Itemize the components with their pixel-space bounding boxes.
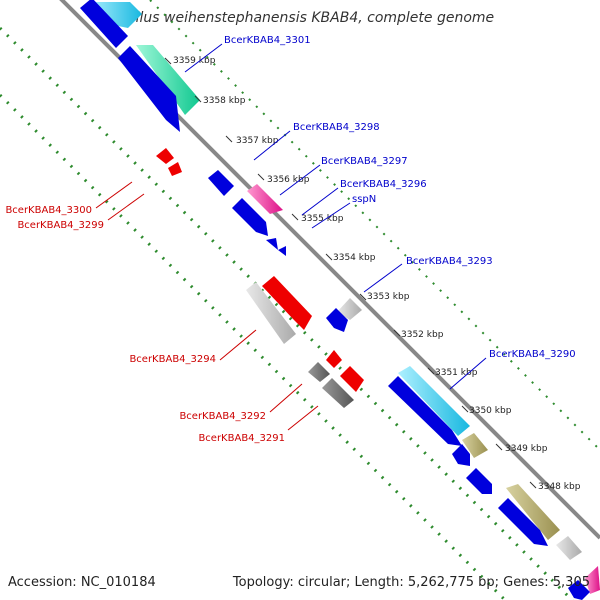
label-leader <box>279 164 321 196</box>
ruler-tick <box>461 405 469 413</box>
gene-label-3298: BcerKBAB4_3298 <box>293 122 380 133</box>
gene-label-3299: BcerKBAB4_3299 <box>17 220 104 231</box>
reverse-genes <box>156 148 364 408</box>
gene-label-3292: BcerKBAB4_3292 <box>179 411 266 422</box>
ruler-tick <box>495 443 503 451</box>
gene-arrow-3299 <box>168 162 182 176</box>
cog-block-3291 <box>322 378 354 408</box>
gene-arrow-3291 <box>340 366 364 392</box>
label-leader <box>269 383 303 413</box>
gene-arrow-3299-fwd <box>118 46 180 132</box>
gene-label-3300: BcerKBAB4_3300 <box>5 205 92 216</box>
cog-block-edge <box>585 566 600 594</box>
ruler-tick-label: 3350 kbp <box>469 406 512 416</box>
tick-track <box>149 0 600 451</box>
gene-label-sspN: sspN <box>352 194 376 205</box>
ruler-tick-label: 3351 kbp <box>435 368 478 378</box>
gene-label-3296: BcerKBAB4_3296 <box>340 179 427 190</box>
ruler-tick-label: 3357 kbp <box>236 136 279 146</box>
label-leader <box>301 187 339 216</box>
ruler-tick <box>393 329 401 337</box>
inner-dotted-track <box>0 93 507 600</box>
kbp-ruler: 3359 kbp 3358 kbp 3357 kbp 3356 kbp 3355… <box>164 56 581 492</box>
ruler-tick <box>257 173 265 181</box>
reverse-gene-labels: BcerKBAB4_3300 BcerKBAB4_3299 BcerKBAB4_… <box>5 181 319 444</box>
cog-block-3289 <box>506 484 560 540</box>
cog-block-3290 <box>398 366 470 436</box>
gene-arrow-3287 <box>498 498 548 546</box>
ruler-tick-label: 3356 kbp <box>267 175 310 185</box>
gene-arrow-3286 <box>568 580 590 600</box>
gene-arrow-3300 <box>156 148 174 164</box>
gene-label-3297: BcerKBAB4_3297 <box>321 156 408 167</box>
ruler-tick-label: 3355 kbp <box>301 214 344 224</box>
cog-block-3293 <box>337 298 362 320</box>
cog-block-3297 <box>247 184 283 214</box>
ruler-tick-label: 3352 kbp <box>401 330 444 340</box>
ruler-tick <box>164 57 172 65</box>
label-leader <box>363 263 403 293</box>
gene-arrow-small <box>278 246 286 256</box>
map-title: Bacillus weihenstephanensis KBAB4, compl… <box>105 10 495 26</box>
ruler-tick <box>427 367 435 375</box>
cog-track-forward <box>88 2 600 594</box>
cog-block-3290b <box>462 433 488 458</box>
cog-block-3294 <box>246 282 296 344</box>
ruler-tick <box>225 135 233 143</box>
ruler-tick <box>194 95 202 103</box>
gene-arrow-3292 <box>326 350 342 368</box>
gene-label-3291: BcerKBAB4_3291 <box>198 433 285 444</box>
gene-arrow-sspN <box>266 238 278 250</box>
forward-genes <box>80 0 590 600</box>
label-leader <box>219 329 257 361</box>
ruler-tick-label: 3353 kbp <box>367 292 410 302</box>
accession-label: Accession: NC_010184 <box>8 575 156 590</box>
label-leader <box>449 357 487 390</box>
ruler-tick <box>291 213 299 221</box>
ruler-tick-label: 3349 kbp <box>505 444 548 454</box>
gene-arrow-3301 <box>80 0 128 48</box>
ruler-tick <box>359 293 367 301</box>
cog-block-3288 <box>556 536 582 560</box>
gene-arrow-3290 <box>388 376 462 446</box>
gene-arrow-3293 <box>326 308 348 332</box>
label-leader <box>311 202 351 229</box>
gene-label-3293: BcerKBAB4_3293 <box>406 256 493 267</box>
gene-arrow-3298 <box>208 170 234 196</box>
gene-arrow-3296 <box>232 198 268 236</box>
ruler-tick-label: 3358 kbp <box>203 96 246 106</box>
gene-arrow-3289 <box>452 444 470 466</box>
label-leader <box>287 405 319 431</box>
gene-arrow-3288 <box>466 468 492 494</box>
label-leader <box>107 193 145 221</box>
ruler-tick <box>325 253 333 261</box>
ruler-tick <box>529 481 537 489</box>
cog-block-3298 <box>136 45 200 115</box>
label-leader <box>253 130 291 161</box>
gene-arrow-3294 <box>262 276 312 330</box>
label-leader <box>184 43 223 73</box>
gene-label-3290: BcerKBAB4_3290 <box>489 349 576 360</box>
label-leader <box>95 181 133 209</box>
ruler-tick-label: 3354 kbp <box>333 253 376 263</box>
forward-gene-labels: BcerKBAB4_3301 BcerKBAB4_3298 BcerKBAB4_… <box>184 35 576 390</box>
gene-label-3294: BcerKBAB4_3294 <box>129 354 216 365</box>
cog-block-3292 <box>308 362 330 382</box>
gene-label-3301: BcerKBAB4_3301 <box>224 35 311 46</box>
ruler-tick-label: 3348 kbp <box>538 482 581 492</box>
ruler-tick-label: 3359 kbp <box>173 56 216 66</box>
genome-summary: Topology: circular; Length: 5,262,775 bp… <box>232 575 590 590</box>
outer-dotted-track <box>0 26 575 600</box>
